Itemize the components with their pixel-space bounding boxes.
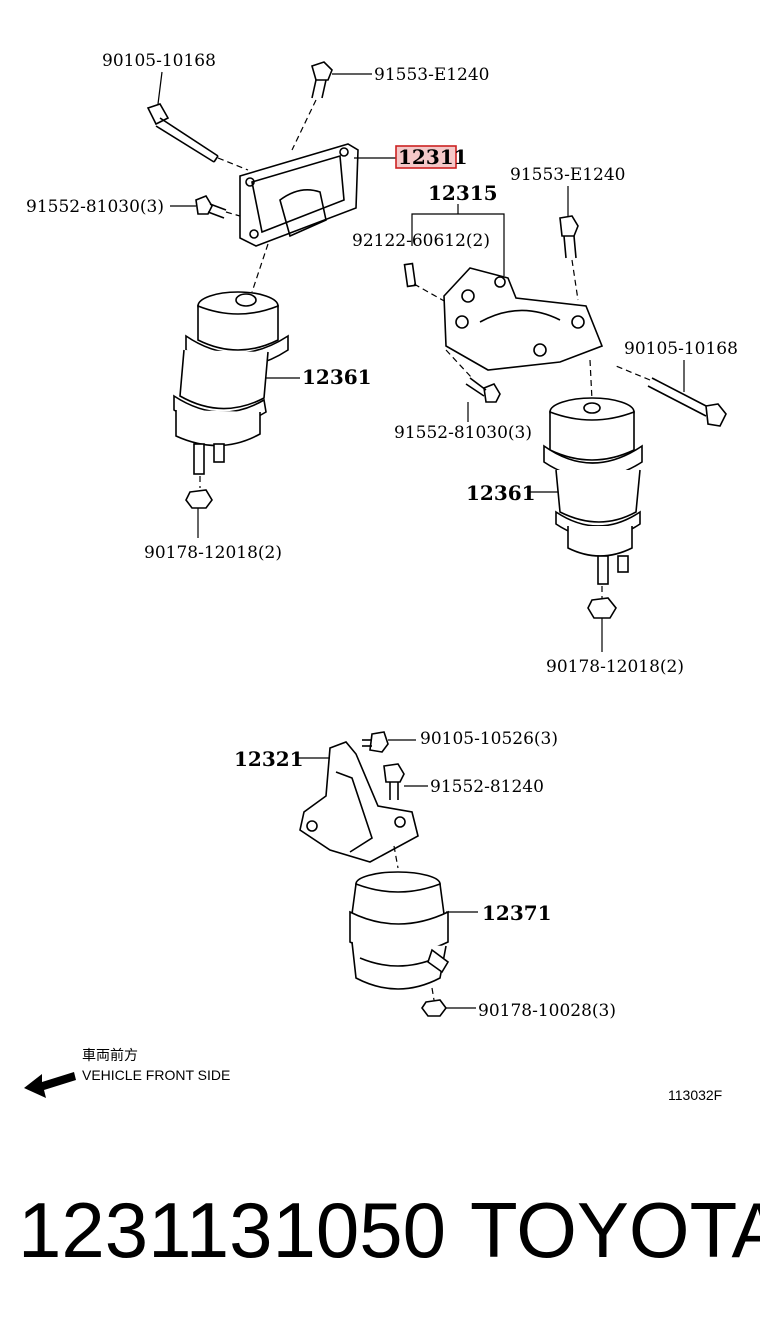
label-91553-E1240-top: 91553-E1240: [374, 65, 490, 85]
label-12315: 12315: [428, 181, 498, 205]
engine-mount-12361-left: [173, 291, 289, 475]
bracket-12311: [239, 143, 359, 247]
direction-label-jp: 車両前方: [82, 1047, 138, 1063]
bolt-91552-81240: [383, 763, 405, 800]
engine-mount-12361-right: [543, 397, 643, 585]
highlight-box-12311: [395, 145, 457, 169]
bolt-90105-10526: [362, 731, 389, 753]
label-90105-10526: 90105-10526(3): [420, 729, 558, 749]
brand-name: TOYOTA: [470, 1186, 760, 1274]
nut-90178-12018-right: [587, 597, 617, 619]
label-91552-81240: 91552-81240: [430, 777, 544, 797]
bolt-90105-10168-left: [146, 103, 219, 163]
label-91552-81030-right: 91552-81030(3): [394, 423, 532, 443]
engine-mount-12371: [349, 871, 450, 990]
part-number: 1231131050: [18, 1186, 447, 1274]
bolt-90105-10168-right: [647, 377, 727, 427]
label-90105-10168-right: 90105-10168: [624, 339, 738, 359]
label-91553-E1240-right: 91553-E1240: [510, 165, 626, 185]
bracket-12321: [299, 741, 419, 863]
label-90105-10168-left: 90105-10168: [102, 51, 216, 71]
nut-90178-10028: [421, 999, 447, 1017]
label-90178-12018-right: 90178-12018(2): [546, 657, 684, 677]
bolt-91552-81030-right: [465, 377, 501, 403]
label-90178-10028: 90178-10028(3): [478, 1001, 616, 1021]
vehicle-front-arrow-icon: [24, 1072, 76, 1098]
bracket-12315: [443, 267, 604, 371]
label-91552-81030-left: 91552-81030(3): [26, 197, 164, 217]
label-12361-left: 12361: [302, 365, 372, 389]
label-90178-12018-left: 90178-12018(2): [144, 543, 282, 563]
label-12371: 12371: [482, 901, 552, 925]
direction-label-en: VEHICLE FRONT SIDE: [82, 1067, 230, 1083]
nut-90178-12018-left: [185, 489, 213, 509]
label-12321: 12321: [234, 747, 304, 771]
label-12311: 12311: [398, 145, 468, 169]
bolt-91552-81030-left: [195, 195, 227, 219]
label-12361-right: 12361: [466, 481, 536, 505]
label-92122-60612: 92122-60612(2): [352, 231, 490, 251]
bolt-91553-E1240-right: [559, 215, 579, 259]
bolt-91553-E1240-top: [311, 61, 333, 99]
stud-92122-60612: [403, 262, 417, 288]
diagram-code: 113032F: [668, 1087, 722, 1103]
